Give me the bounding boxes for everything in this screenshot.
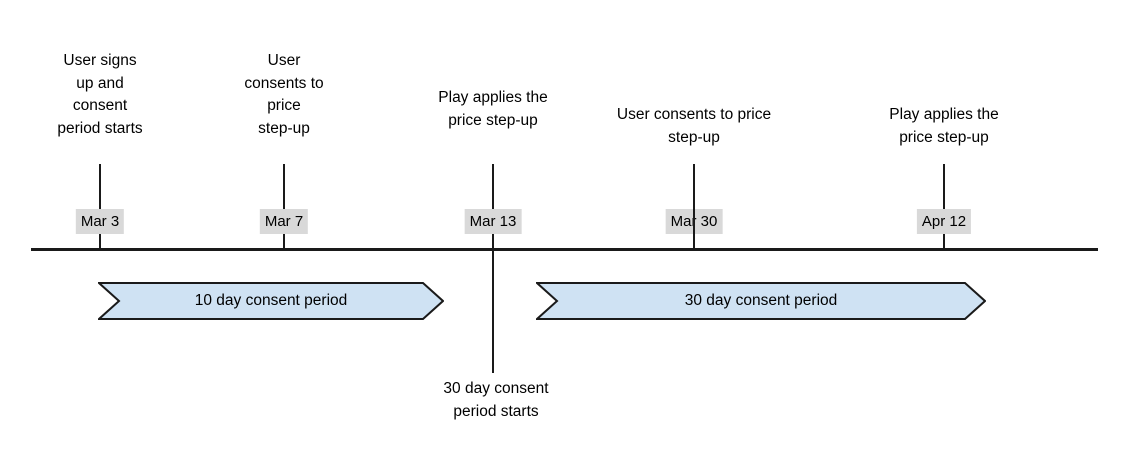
event-tick-mar3: [99, 164, 101, 249]
event-label-consent-1: User consents to price step-up: [244, 52, 324, 137]
date-badge-mar7: Mar 7: [259, 209, 309, 234]
timeline-axis: [31, 248, 1098, 251]
period-ribbon-10-day: 10 day consent period: [98, 281, 444, 321]
event-tick-apr12: [943, 164, 945, 249]
period-label-30-day: 30 day consent period: [684, 292, 838, 309]
event-tick-mar13: [492, 164, 494, 373]
footnote-30-day-period-starts: 30 day consent period starts: [443, 380, 549, 420]
event-tick-mar7: [283, 164, 285, 249]
date-badge-mar3: Mar 3: [75, 209, 125, 234]
period-label-10-day: 10 day consent period: [194, 292, 348, 309]
chevron-ribbon-shape: [536, 282, 986, 320]
date-badge-apr12: Apr 12: [916, 209, 972, 234]
period-ribbon-30-day: 30 day consent period: [536, 281, 986, 321]
event-label-consent-2: User consents to price step-up: [616, 106, 772, 146]
date-badge-mar13: Mar 13: [464, 209, 522, 234]
event-label-apply-1: Play applies the price step-up: [438, 89, 548, 129]
event-label-apply-2: Play applies the price step-up: [889, 106, 999, 146]
chevron-ribbon-shape: [98, 282, 444, 320]
event-label-signup: User signs up and consent period starts: [57, 52, 143, 137]
event-tick-mar30: [693, 164, 695, 249]
